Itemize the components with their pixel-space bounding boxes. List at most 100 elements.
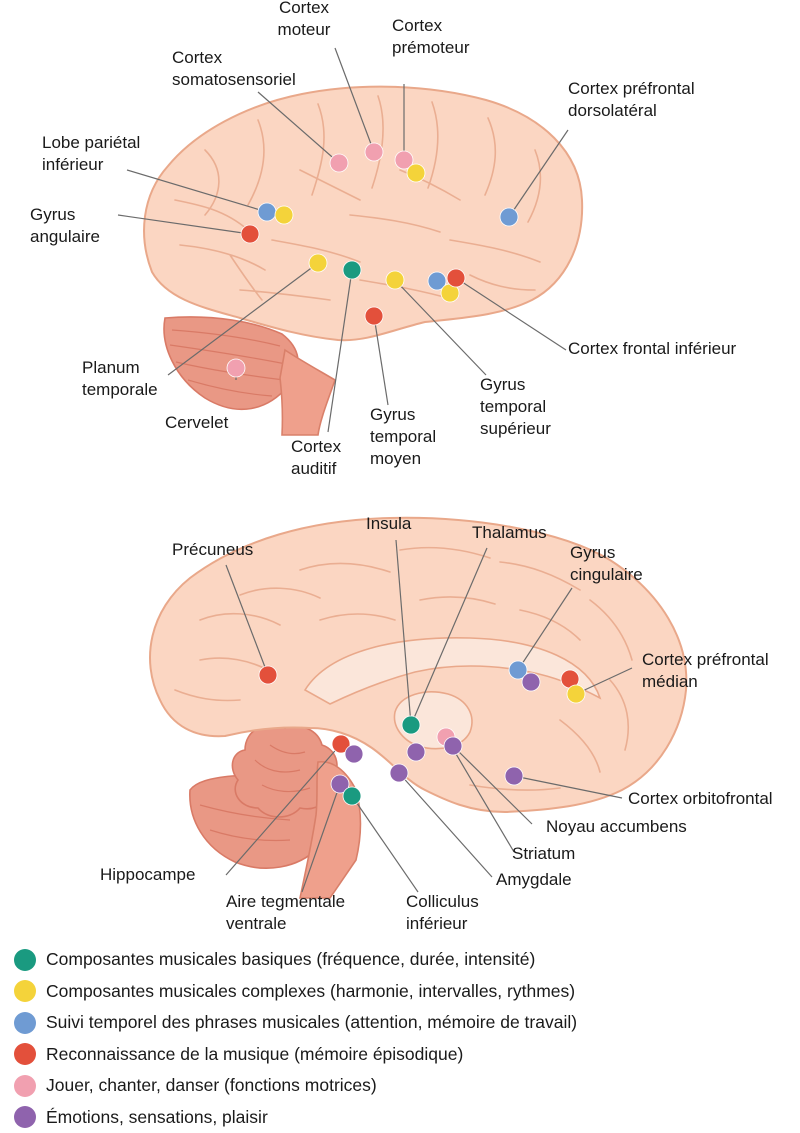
leader-line: [373, 315, 389, 406]
leader-line: [225, 564, 269, 676]
legend-dot-motor: [14, 1074, 36, 1097]
marker-cortex-orbitofrontal: [504, 766, 524, 786]
leader-line: [455, 277, 567, 351]
leader-line: [301, 783, 341, 893]
legend-label-motor: Jouer, chanter, danser (fonctions motric…: [46, 1075, 377, 1096]
marker-cortex-frontal-inferieur-c: [446, 268, 466, 288]
region-markers: [226, 142, 586, 806]
label-precuneus: Précuneus: [172, 540, 253, 559]
medial-brain-view: [149, 516, 688, 899]
legend-dot-emotion: [14, 1106, 36, 1129]
marker-gyrus-cingulaire-b: [521, 672, 541, 692]
marker-noyau-accumbens-b: [443, 736, 463, 756]
leader-line: [513, 775, 623, 799]
label-striatum: Striatum: [512, 844, 575, 863]
marker-colliculus-inferieur: [342, 786, 362, 806]
label-hippocampe: Hippocampe: [100, 865, 195, 884]
leader-line: [575, 667, 633, 695]
lateral-brain-view: [143, 85, 584, 436]
leader-line: [327, 269, 353, 433]
label-noyau-accumbens: Noyau accumbens: [546, 817, 687, 836]
legend-label-temporal: Suivi temporel des phrases musicales (at…: [46, 1012, 578, 1033]
leader-line: [167, 262, 319, 376]
leader-line: [117, 214, 251, 235]
marker-amygdale: [389, 763, 409, 783]
marker-gyrus-temporal-moyen: [364, 306, 384, 326]
legend: Composantes musicales basiques (fréquenc…: [14, 944, 794, 1133]
marker-cortex-somatosensoriel: [329, 153, 349, 173]
marker-cortex-auditif: [342, 260, 362, 280]
leader-line: [126, 169, 268, 213]
marker-planum-temporale: [308, 253, 328, 273]
legend-dot-temporal: [14, 1011, 36, 1034]
marker-gyrus-cingulaire: [508, 660, 528, 680]
legend-dot-basic: [14, 948, 36, 971]
marker-cortex-prefrontal-dorsolateral: [499, 207, 519, 227]
label-insula: Insula: [366, 514, 412, 533]
legend-item-motor: Jouer, chanter, danser (fonctions motric…: [14, 1070, 794, 1102]
legend-item-complex: Composantes musicales complexes (harmoni…: [14, 976, 794, 1008]
lateral-brainstem: [279, 348, 336, 436]
marker-precuneus: [258, 665, 278, 685]
leader-line: [394, 279, 487, 376]
legend-label-recognition: Reconnaissance de la musique (mémoire ép…: [46, 1043, 464, 1064]
marker-insula: [401, 715, 421, 735]
marker-gyrus-angulaire: [240, 224, 260, 244]
marker-cortex-frontal-inferieur-a: [427, 271, 447, 291]
marker-cortex-premoteur: [394, 150, 414, 170]
label-cortex-orbitofrontal: Cortex orbitofrontal: [628, 789, 773, 808]
marker-hippocampe: [331, 734, 351, 754]
marker-cortex-moteur: [364, 142, 384, 162]
label-thalamus: Thalamus: [472, 523, 547, 542]
marker-lobe-parietal-inferieur-b: [274, 205, 294, 225]
legend-item-emotion: Émotions, sensations, plaisir: [14, 1102, 794, 1133]
leader-line: [225, 743, 342, 876]
marker-gyrus-temporal-superieur: [385, 270, 405, 290]
leader-line: [351, 795, 419, 893]
leader-line: [445, 736, 515, 853]
leader-line: [398, 772, 493, 878]
marker-cortex-prefrontal-median-b: [566, 684, 586, 704]
marker-lobe-parietal-inferieur: [257, 202, 277, 222]
label-amygdale: Amygdale: [496, 870, 572, 889]
legend-item-basic: Composantes musicales basiques (fréquenc…: [14, 944, 794, 976]
marker-aire-tegmentale-ventrale: [330, 774, 350, 794]
legend-dot-complex: [14, 980, 36, 1003]
marker-cortex-premoteur-b: [406, 163, 426, 183]
legend-label-emotion: Émotions, sensations, plaisir: [46, 1106, 268, 1127]
legend-label-complex: Composantes musicales complexes (harmoni…: [46, 980, 576, 1001]
marker-cervelet: [226, 358, 246, 378]
leader-lines: [117, 47, 633, 893]
leader-line: [452, 745, 533, 825]
marker-hippocampe-b: [344, 744, 364, 764]
label-cortex-frontal-inferieur: Cortex frontal inférieur: [568, 339, 737, 358]
legend-item-recognition: Reconnaissance de la musique (mémoire ép…: [14, 1039, 794, 1071]
leader-line: [257, 91, 340, 164]
legend-label-basic: Composantes musicales basiques (fréquenc…: [46, 949, 536, 970]
legend-dot-recognition: [14, 1043, 36, 1066]
legend-item-temporal: Suivi temporel des phrases musicales (at…: [14, 1007, 794, 1039]
corpus-callosum: [303, 637, 602, 705]
leader-line: [395, 539, 412, 726]
marker-striatum-a: [406, 742, 426, 762]
leader-line: [508, 129, 569, 218]
leader-line: [410, 547, 488, 726]
leader-line: [517, 587, 573, 671]
leader-line: [334, 47, 375, 153]
